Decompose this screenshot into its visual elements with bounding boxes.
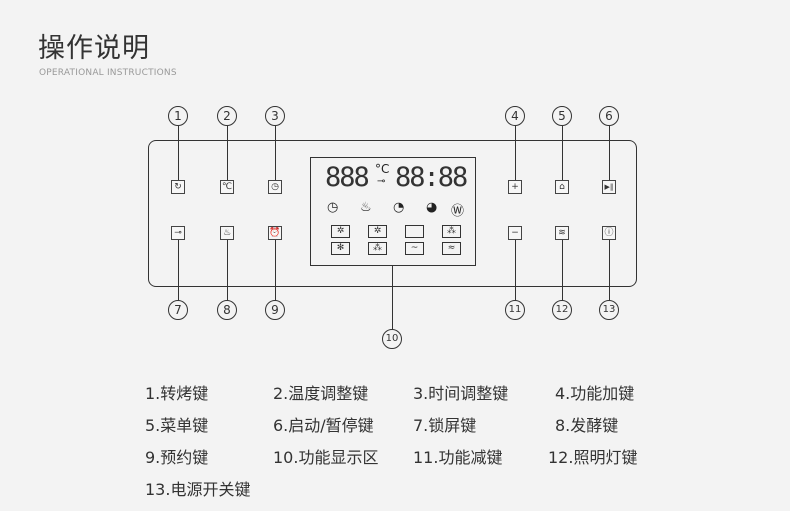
callout-10: 10 — [382, 329, 402, 349]
legend-item: 9.预约键 — [145, 448, 209, 467]
mode-fan-icon: ✲ — [368, 225, 387, 238]
legend-item: 1.转烤键 — [145, 384, 209, 403]
callout-11: 11 — [505, 300, 525, 320]
page-subtitle: OPERATIONAL INSTRUCTIONS — [39, 68, 177, 78]
rotisserie-button[interactable]: ↻ — [171, 180, 185, 194]
temperature-digits: 888 — [325, 162, 370, 193]
page-title: 操作说明 — [38, 33, 150, 64]
clock-icon: ◷ — [327, 200, 339, 215]
timer-icon: ◔ — [393, 200, 405, 215]
mode-grill-icon: ≈ — [442, 242, 461, 255]
legend-item: 4.功能加键 — [555, 384, 635, 403]
temperature-button[interactable]: ℃ — [220, 180, 234, 194]
legend-item: 3.时间调整键 — [413, 384, 509, 403]
callout-5: 5 — [552, 106, 572, 126]
callout-13: 13 — [599, 300, 619, 320]
celsius-unit: °C — [375, 162, 390, 176]
steam-icon: ♨ — [360, 200, 372, 215]
function-minus-button[interactable]: − — [508, 226, 522, 240]
mode-fan-grill-icon: ✲ — [331, 225, 350, 238]
ferment-button[interactable]: ♨ — [220, 226, 234, 240]
mode-defrost-icon: ✻ — [331, 242, 350, 255]
key-icon: ⊸ — [377, 176, 386, 187]
callout-3: 3 — [265, 106, 285, 126]
power-button[interactable]: ⓘ — [602, 226, 616, 240]
function-plus-button[interactable]: + — [508, 180, 522, 194]
legend-item: 6.启动/暂停键 — [273, 416, 374, 435]
legend-item: 13.电源开关键 — [145, 480, 251, 499]
legend-item: 2.温度调整键 — [273, 384, 369, 403]
menu-button[interactable]: ⌂ — [555, 180, 569, 194]
mode-fan-only-icon: ⁂ — [442, 225, 461, 238]
legend-item: 11.功能减键 — [413, 448, 503, 467]
reservation-button[interactable]: ⏰ — [268, 226, 282, 240]
legend-item: 10.功能显示区 — [273, 448, 379, 467]
heat-icon: Ⓦ — [451, 204, 465, 219]
legend-item: 8.发酵键 — [555, 416, 619, 435]
callout-1: 1 — [168, 106, 188, 126]
delay-icon: ◕ — [426, 200, 438, 215]
legend-item: 7.锁屏键 — [413, 416, 477, 435]
mode-top-heat-icon: ~ — [405, 242, 424, 255]
time-digits: 88:88 — [395, 162, 468, 193]
lock-button[interactable]: ⊸ — [171, 226, 185, 240]
mode-bottom-fan-icon: ⁂ — [368, 242, 387, 255]
mode-top-bottom-icon — [405, 225, 424, 238]
callout-7: 7 — [168, 300, 188, 320]
callout-4: 4 — [505, 106, 525, 126]
callout-8: 8 — [217, 300, 237, 320]
time-button[interactable]: ◷ — [268, 180, 282, 194]
function-display-area: 888 °C ⊸ 88:88 ◷ ♨ ◔ ◕ Ⓦ ✲ ✲ ⁂ ✻ ⁂ ~ ≈ — [310, 157, 476, 266]
start-pause-button[interactable]: ▶‖ — [602, 180, 616, 194]
callout-12: 12 — [552, 300, 572, 320]
light-button[interactable]: ≋ — [555, 226, 569, 240]
callout-2: 2 — [217, 106, 237, 126]
callout-6: 6 — [599, 106, 619, 126]
legend-item: 5.菜单键 — [145, 416, 209, 435]
legend-item: 12.照明灯键 — [548, 448, 638, 467]
callout-9: 9 — [265, 300, 285, 320]
